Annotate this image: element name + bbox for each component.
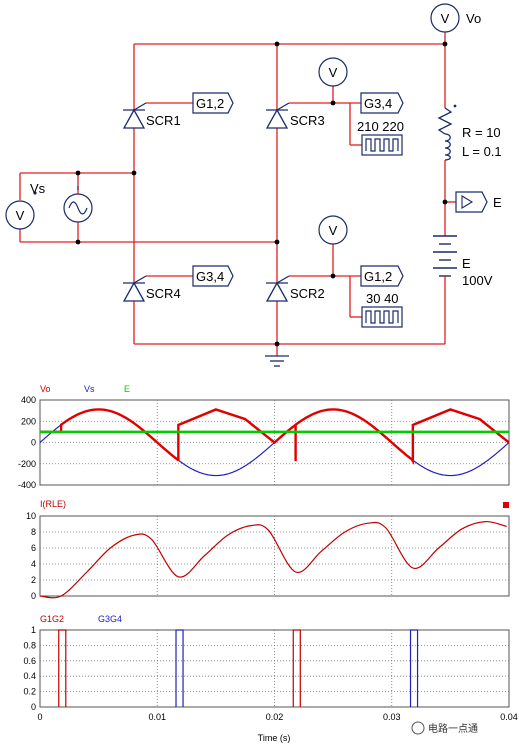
x-axis-label: Time (s): [258, 733, 291, 743]
chart3-series: [58, 629, 419, 707]
y-tick-label: -200: [18, 459, 36, 469]
dc-source-symbol: [433, 235, 457, 294]
series-g3g4-pulse: [409, 629, 419, 707]
gate-tag-scr3: [360, 92, 404, 114]
chart3-grid: [40, 630, 509, 707]
y-tick-label: 4: [31, 559, 36, 569]
gate-tag-scr4: [192, 265, 234, 287]
scr2-label: SCR2: [290, 286, 325, 301]
junction-dots: [75, 41, 448, 347]
chart3-frame: [39, 629, 510, 708]
gate-label-scr2: G1,2: [364, 269, 392, 284]
legend-vs: Vs: [84, 384, 95, 394]
gate-label-scr1: G1,2: [196, 96, 224, 111]
x-tick-label: 0.03: [383, 712, 401, 722]
scr3-symbol: [265, 102, 290, 129]
e-source-value: 100V: [462, 273, 493, 288]
y-tick-label: 1: [31, 625, 36, 635]
chart2-series: [39, 520, 507, 599]
pulse-g34-label: 210 220: [357, 119, 404, 134]
scr4-symbol: [122, 275, 147, 302]
voltmeter-vo-glyph: V: [441, 11, 450, 26]
voltage-chart: 400 200 0 -200 -400 Vo Vs E: [18, 384, 510, 490]
y-tick-label: 8: [31, 527, 36, 537]
watermark: 电路一点通: [411, 721, 478, 735]
legend-e: E: [124, 384, 130, 394]
voltmeter-g12: [318, 215, 348, 245]
voltmeter-vs-glyph: V: [16, 208, 25, 223]
scr2-symbol: [265, 275, 290, 302]
voltmeter-vs: [5, 200, 35, 230]
chart3-y-ticks: 1 0.8 0.6 0.4 0.2 0: [23, 625, 36, 712]
legend-vo: Vo: [40, 384, 51, 394]
chart1-series: [39, 408, 510, 477]
chart2-y-ticks: 10 8 6 4 2 0: [26, 511, 36, 601]
voltmeter-g12-glyph: V: [329, 223, 338, 238]
resistor-polarity-dot: [453, 104, 457, 108]
voltmeter-vo: [430, 3, 460, 33]
series-marker-icon: [503, 502, 509, 508]
pulse-generator-g12: [361, 306, 403, 328]
y-tick-label: 10: [26, 511, 36, 521]
legend-irle: I(RLE): [40, 499, 66, 509]
series-g3g4-pulse: [175, 629, 184, 707]
y-tick-label: 0.6: [23, 656, 36, 666]
y-tick-label: 200: [21, 416, 36, 426]
e-probe-label: E: [493, 195, 502, 210]
resistor-symbol: [437, 107, 453, 135]
y-tick-label: -400: [18, 480, 36, 490]
y-tick-label: 0.2: [23, 687, 36, 697]
legend-g1g2: G1G2: [40, 614, 64, 624]
chart3-x-ticks: 0 0.01 0.02 0.03 0.04: [37, 712, 517, 722]
load-r-label: R = 10: [462, 125, 501, 140]
y-tick-label: 0: [31, 438, 36, 448]
circuit-wires: [19, 32, 456, 356]
series-g1g2-pulse: [292, 629, 301, 707]
gate-tag-scr1: [192, 92, 234, 114]
y-tick-label: 0: [31, 591, 36, 601]
inductor-symbol: [444, 133, 451, 161]
series-vo: [40, 408, 510, 466]
legend-g3g4: G3G4: [98, 614, 122, 624]
rectifier-circuit: V V V V: [5, 3, 502, 367]
pulse-g12-label: 30 40: [366, 291, 399, 306]
voltmeter-g34-glyph: V: [329, 65, 338, 80]
vo-label: Vo: [466, 11, 481, 26]
scr3-label: SCR3: [290, 113, 325, 128]
y-tick-label: 6: [31, 543, 36, 553]
e-source-name: E: [462, 256, 471, 271]
scr1-label: SCR1: [146, 113, 181, 128]
load-l-label: L = 0.1: [462, 144, 502, 159]
y-tick-label: 0: [31, 702, 36, 712]
pulse-generator-g34: [361, 134, 403, 156]
y-tick-label: 2: [31, 575, 36, 585]
gate-pulse-chart: 1 0.8 0.6 0.4 0.2 0 0 0.01 0.02 0.03 0.04 G1G2 G3…: [23, 614, 517, 743]
chart1-y-ticks: 400 200 0 -200 -400: [18, 395, 36, 490]
chart2-grid: [40, 516, 509, 596]
source-polarity-dot: [33, 191, 37, 195]
x-tick-label: 0: [37, 712, 42, 722]
series-i-rle: [39, 520, 507, 599]
gate-tag-scr2: [360, 265, 404, 287]
x-tick-label: 0.01: [148, 712, 166, 722]
x-tick-label: 0.04: [500, 712, 518, 722]
x-tick-label: 0.02: [266, 712, 284, 722]
scr4-label: SCR4: [146, 286, 181, 301]
gate-label-scr3: G3,4: [364, 96, 392, 111]
y-tick-label: 0.4: [23, 671, 36, 681]
ac-source-symbol: [63, 186, 93, 223]
scr1-symbol: [122, 102, 147, 129]
y-tick-label: 400: [21, 395, 36, 405]
ground-icon: [265, 355, 289, 367]
watermark-logo-icon: [411, 721, 425, 735]
source-label: Vs: [30, 181, 46, 196]
e-probe-arrow-icon: [461, 195, 474, 209]
y-tick-label: 0.8: [23, 640, 36, 650]
current-chart: 10 8 6 4 2 0 I(RLE): [26, 499, 510, 601]
series-g1g2-pulse: [58, 629, 67, 707]
watermark-text: 电路一点通: [428, 722, 478, 735]
gate-label-scr4: G3,4: [196, 269, 224, 284]
voltmeter-g34: [318, 57, 348, 87]
